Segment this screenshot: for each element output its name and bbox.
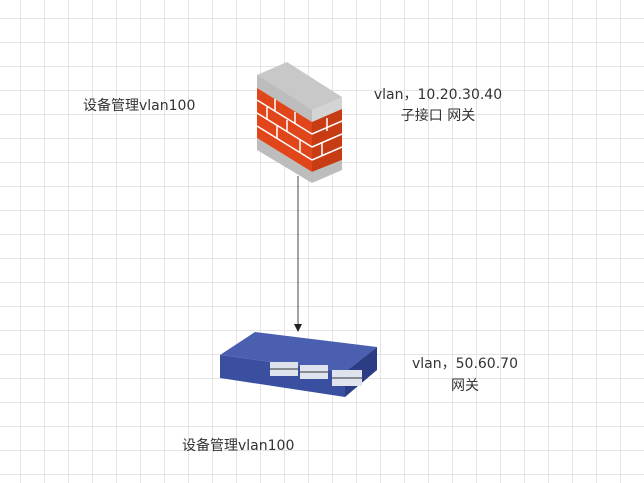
firewall-vlan-label: vlan，10.20.30.40 [373, 87, 503, 103]
switch-vlan-label: vlan，50.60.70 [412, 356, 518, 372]
firewall-role-label: 子接口 网关 [400, 108, 476, 124]
connection-arrow [294, 176, 302, 332]
firewall-mgmt-label: 设备管理vlan100 [83, 98, 196, 114]
firewall-icon[interactable] [256, 62, 343, 183]
switch-icon[interactable] [220, 332, 377, 397]
switch-mgmt-label: 设备管理vlan100 [182, 438, 295, 454]
switch-role-label: 网关 [451, 378, 479, 394]
